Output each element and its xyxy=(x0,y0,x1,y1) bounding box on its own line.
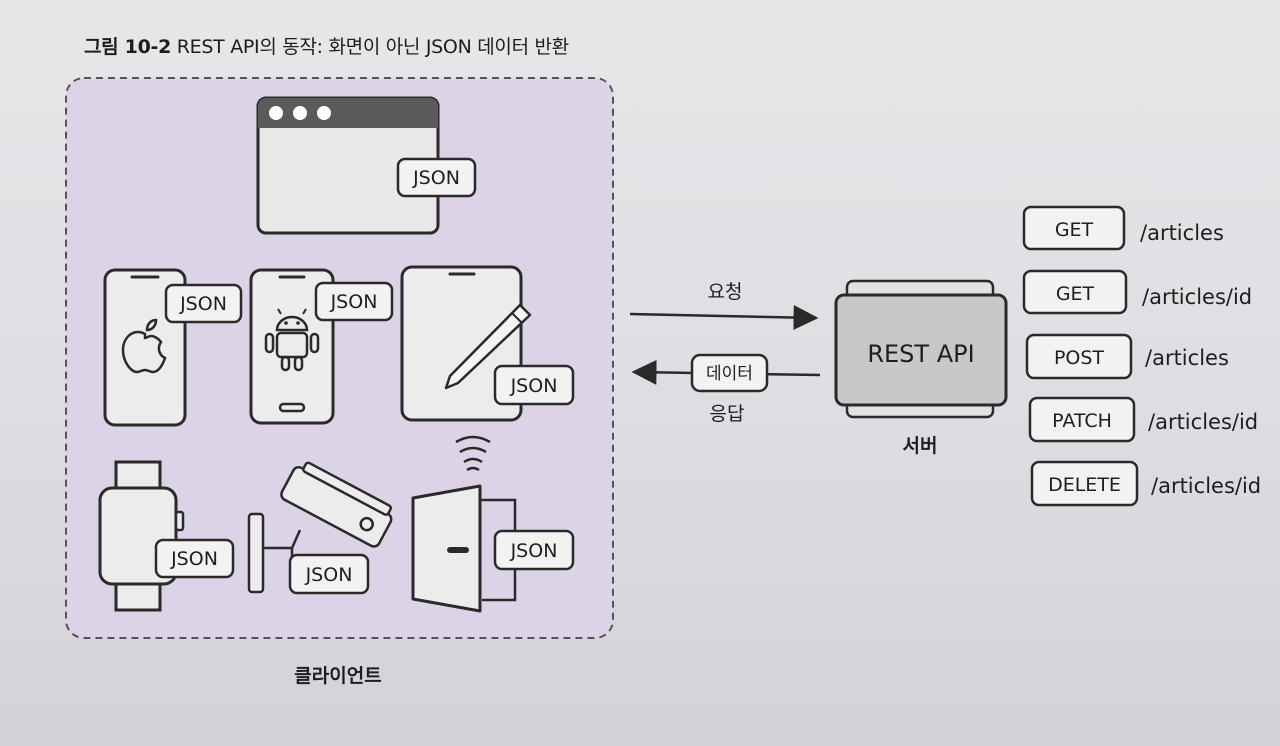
android-phone-icon xyxy=(249,268,335,425)
endpoint-post-articles: POST /articles xyxy=(1025,333,1229,380)
endpoint-path: /articles/id xyxy=(1148,410,1258,434)
pencil-icon xyxy=(444,303,532,390)
endpoint-method: DELETE xyxy=(1048,474,1121,496)
tablet-icon xyxy=(400,265,532,422)
apple-logo-icon xyxy=(121,318,167,374)
endpoint-method: POST xyxy=(1054,347,1104,369)
svg-text:JSON: JSON xyxy=(179,293,227,315)
cctv-camera-icon xyxy=(247,461,393,594)
endpoint-method: PATCH xyxy=(1052,410,1112,432)
server-label: 서버 xyxy=(903,435,938,457)
endpoint-path: /articles/id xyxy=(1142,285,1252,309)
svg-text:JSON: JSON xyxy=(305,564,353,586)
json-tag-door: JSON xyxy=(493,529,575,571)
svg-text:JSON: JSON xyxy=(510,540,558,562)
endpoint-patch-article-id: PATCH /articles/id xyxy=(1028,396,1258,443)
smart-door-icon xyxy=(411,435,517,613)
request-arrow xyxy=(629,305,819,331)
json-tag-cctv: JSON xyxy=(288,553,370,595)
endpoint-method: GET xyxy=(1056,283,1095,305)
endpoint-path: /articles xyxy=(1145,346,1229,370)
json-tag-tablet: JSON xyxy=(493,364,575,406)
endpoint-get-articles: GET /articles xyxy=(1022,205,1224,251)
client-label: 클라이언트 xyxy=(294,665,381,687)
json-tag-watch: JSON xyxy=(154,538,235,579)
figure-title: REST API의 동작: 화면이 아닌 JSON 데이터 반환 xyxy=(176,36,569,58)
svg-text:데이터: 데이터 xyxy=(706,364,753,384)
endpoint-method: GET xyxy=(1055,219,1094,241)
android-robot-icon xyxy=(264,308,320,372)
json-tag-android: JSON xyxy=(314,281,394,322)
svg-text:JSON: JSON xyxy=(170,548,218,570)
request-label: 요청 xyxy=(708,281,743,303)
svg-text:JSON: JSON xyxy=(510,375,558,397)
svg-text:JSON: JSON xyxy=(330,291,378,313)
figure-number: 그림 10-2 xyxy=(84,36,172,58)
figure-caption: 그림 10-2 REST API의 동작: 화면이 아닌 JSON 데이터 반환 xyxy=(84,32,569,59)
web-browser-icon xyxy=(256,96,440,235)
wireless-signal-icon xyxy=(455,435,491,472)
endpoint-get-article-id: GET /articles/id xyxy=(1022,269,1252,315)
response-label: 응답 xyxy=(710,403,745,425)
endpoint-path: /articles/id xyxy=(1151,474,1261,498)
json-tag-iphone: JSON xyxy=(164,283,243,324)
endpoint-path: /articles xyxy=(1140,221,1224,245)
svg-text:JSON: JSON xyxy=(412,167,460,189)
endpoint-delete-article-id: DELETE /articles/id xyxy=(1030,460,1261,507)
json-tag-browser: JSON xyxy=(396,157,477,198)
data-badge: 데이터 xyxy=(690,353,769,393)
server-name: REST API xyxy=(867,340,974,368)
server-box: REST API xyxy=(834,279,1008,419)
